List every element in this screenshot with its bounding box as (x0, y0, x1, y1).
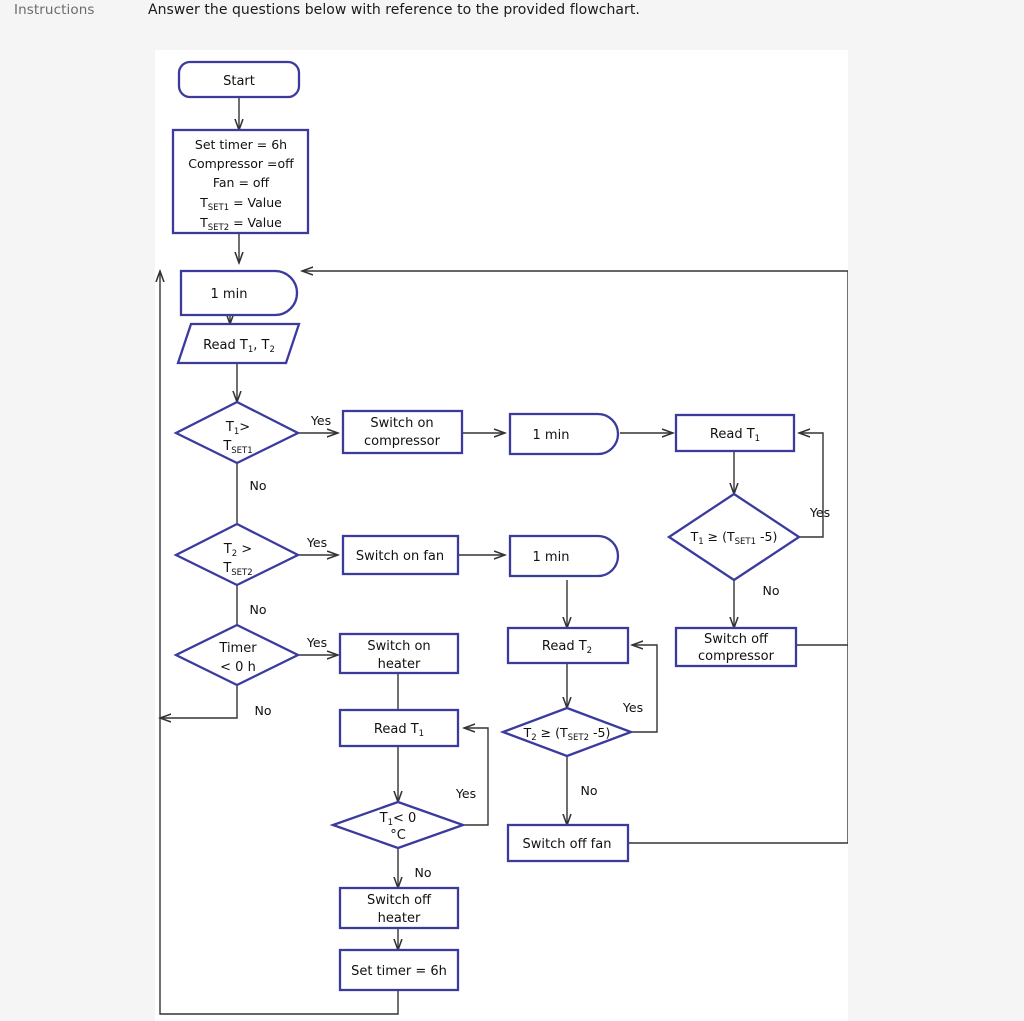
label-dec-t2-set2-line1: T2 > (223, 542, 252, 559)
edge-label-decge-no: No (763, 583, 780, 598)
label-init-2: Compressor =off (188, 156, 294, 171)
label-set-timer: Set timer = 6h (351, 964, 447, 979)
node-read-t1-compressor (674, 413, 796, 453)
label-start: Start (223, 74, 255, 89)
edge-label-dec1-yes: Yes (310, 413, 331, 428)
label-read-t1-heater: Read T1 (374, 722, 424, 739)
label-read-t2: Read T2 (542, 639, 592, 656)
edge-decge2-yes (629, 645, 658, 733)
label-switch-off-fan: Switch off fan (523, 837, 612, 852)
flowchart-canvas: Start Set timer = 6h Compressor =off Fan… (155, 50, 848, 1021)
node-start (177, 60, 301, 99)
instructions-label: Instructions (14, 2, 95, 18)
label-dec-t1-set1-line1: T1> (225, 420, 250, 437)
label-init-4: TSET1 = Value (199, 195, 282, 213)
node-switch-off-heater (338, 886, 460, 930)
label-switch-off-compressor-1: Switch off (704, 632, 769, 647)
edge-label-decge2-yes: Yes (622, 700, 643, 715)
node-set-timer (338, 948, 460, 992)
node-dec-t1-set1 (173, 400, 301, 465)
bottom-return-rail (160, 271, 399, 1015)
label-dec-t1-zero-2: °C (390, 828, 406, 843)
node-wait-fan (508, 534, 620, 578)
right-return-rail (302, 271, 848, 843)
edge-label-dec0-yes: Yes (455, 786, 476, 801)
node-switch-on-fan (341, 534, 460, 576)
label-switch-on-heater-2: heater (378, 657, 421, 672)
edge-label-dec0-no: No (415, 865, 432, 880)
label-switch-on-compressor-1: Switch on (370, 416, 433, 431)
label-switch-off-heater-1: Switch off (367, 893, 432, 908)
label-wait-compressor: 1 min (533, 428, 570, 443)
node-dec-t1-zero (329, 800, 467, 850)
edge-label-decge2-no: No (581, 783, 598, 798)
label-switch-on-compressor-2: compressor (364, 434, 441, 449)
label-dec-t1-set1-line2: TSET1 (222, 439, 252, 456)
label-init-5: TSET2 = Value (199, 215, 282, 233)
instructions-text: Answer the questions below with referenc… (148, 2, 640, 18)
node-dec-t2-ge (499, 706, 635, 758)
node-read-t2 (506, 626, 630, 665)
label-read-t1-compressor: Read T1 (710, 427, 760, 444)
label-read-t1t2: Read T1, T2 (203, 338, 275, 355)
label-dec-timer-2: < 0 h (220, 660, 256, 675)
edge-label-decge-yes: Yes (809, 505, 830, 520)
node-wait-compressor (508, 412, 620, 456)
label-wait-fan: 1 min (533, 550, 570, 565)
node-switch-off-compressor (674, 626, 798, 668)
edge-label-dec1-no: No (250, 478, 267, 493)
label-dec-t2-set2-line2: TSET2 (222, 561, 252, 578)
label-switch-on-fan: Switch on fan (356, 549, 444, 564)
edge-dec0-yes (460, 728, 489, 826)
node-init (171, 128, 310, 235)
edge-label-dec2-no: No (250, 602, 267, 617)
node-dec-t2-set2 (173, 522, 301, 587)
label-wait-main: 1 min (211, 287, 248, 302)
edge-label-dec2-yes: Yes (306, 535, 327, 550)
edge-timer-no (160, 685, 238, 718)
label-dec-timer-1: Timer (218, 641, 257, 656)
node-switch-off-fan (506, 823, 630, 863)
label-switch-on-heater-1: Switch on (367, 639, 430, 654)
label-dec-t2-ge: T2 ≥ (TSET2 -5) (523, 725, 611, 743)
node-read-t1-heater (338, 708, 460, 748)
label-switch-off-heater-2: heater (378, 911, 421, 926)
label-dec-t1-ge: T1 ≥ (TSET1 -5) (690, 529, 778, 547)
label-switch-off-compressor-2: compressor (698, 649, 775, 664)
instructions-bar: Instructions Answer the questions below … (0, 0, 1024, 30)
edge-label-timer-yes: Yes (306, 635, 327, 650)
label-dec-t1-zero-1: T1< 0 (379, 811, 417, 828)
node-read-t1t2 (176, 322, 301, 365)
node-switch-on-heater (338, 632, 460, 675)
edge-decge-yes (795, 433, 824, 538)
label-init-1: Set timer = 6h (195, 137, 287, 152)
node-dec-timer (173, 623, 301, 687)
node-dec-t1-ge (666, 492, 802, 582)
node-wait-main (179, 269, 299, 317)
edge-label-timer-no: No (255, 703, 272, 718)
flowchart-svg: Start Set timer = 6h Compressor =off Fan… (155, 60, 848, 1015)
label-init-3: Fan = off (213, 175, 270, 190)
node-switch-on-compressor (341, 409, 464, 455)
